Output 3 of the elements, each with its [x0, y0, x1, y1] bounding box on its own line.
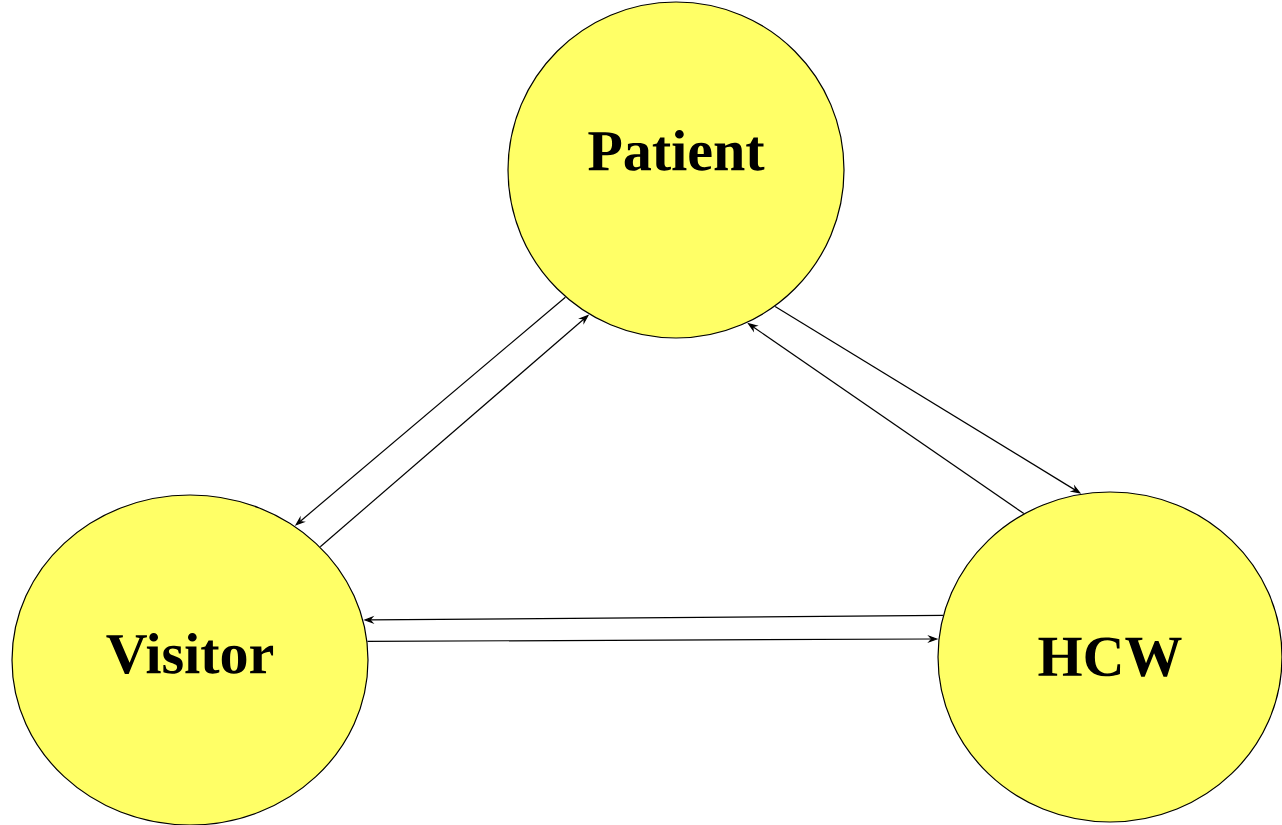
- circle-node: Visitor: [11, 494, 369, 825]
- circle-node: HCW: [937, 491, 1282, 823]
- circle-node: Patient: [507, 1, 845, 339]
